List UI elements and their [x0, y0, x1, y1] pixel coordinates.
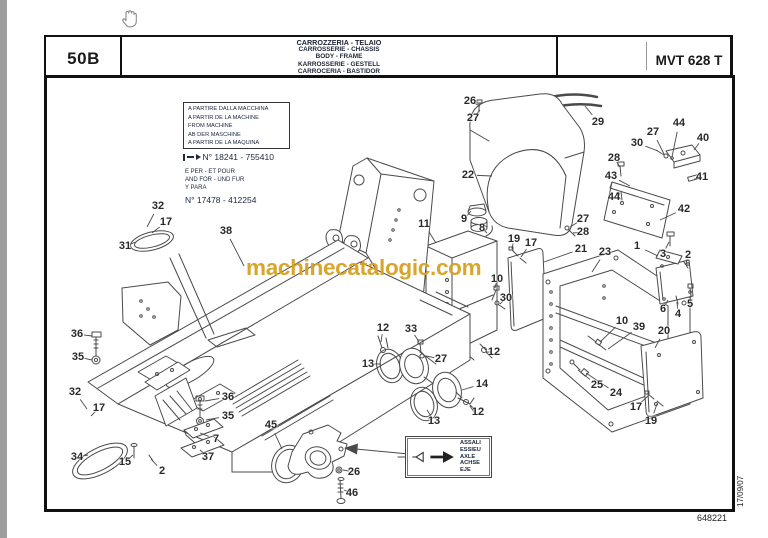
serial-also-number: N° 17478 - 412254 — [185, 194, 257, 205]
watermark: machinecatalogic.com — [246, 255, 482, 280]
revision-date: 17/09/07 — [736, 475, 745, 507]
title-line-fr: CARROSSERIE - CHASSIS — [298, 46, 380, 54]
axle-label-de: ACHSE — [460, 460, 480, 467]
title-line-en: BODY - FRAME — [315, 53, 363, 61]
diagram-viewport[interactable] — [44, 75, 735, 512]
header-divider-right — [556, 35, 558, 75]
title-line-it: CARROZZERIA - TELAIO — [296, 38, 382, 47]
serial-line-de: AB DER MASCHINE — [188, 131, 241, 138]
header-left-rule — [44, 35, 46, 75]
page-code: 50B — [67, 49, 100, 68]
hand-cursor-icon — [122, 10, 137, 28]
header-right-rule — [730, 35, 733, 75]
axle-reference-box: ASSALI ESSIEU AXLE ACHSE EJE — [405, 436, 492, 478]
from-bar-icon — [183, 153, 185, 161]
serial-also-block: E PER - ET POUR AND FOR - UND FUR Y PARA… — [185, 168, 257, 205]
model-cell-tick — [646, 42, 647, 70]
serial-line-it: A PARTIRE DALLA MACCHINA — [188, 106, 269, 112]
header-top-rule — [44, 35, 732, 37]
serial-range-box: A PARTIRE DALLA MACCHINA A PARTIR DE LA … — [183, 102, 290, 149]
axle-label-en: AXLE — [460, 453, 476, 460]
document-number: 648221 — [697, 513, 728, 523]
model-badge: MVT 628 T — [655, 52, 723, 68]
title-line-de: KARROSSERIE - GESTELL — [297, 60, 381, 68]
page-title: CARROZZERIA - TELAIO CARROSSERIE - CHASS… — [122, 39, 556, 75]
title-line-es: CARROCERIA - BASTIDOR — [297, 67, 381, 75]
axle-label-fr: ESSIEU — [460, 446, 481, 453]
window-edge-strip — [0, 0, 7, 538]
serial-line-en: FROM MACHINE — [188, 123, 233, 130]
serial-line-fr: A PARTIR DE LA MACHINE — [188, 114, 259, 121]
serial-line-es: A PARTIR DE LA MAQUINA — [188, 140, 260, 147]
axle-label-es: EJE — [460, 467, 471, 474]
serial-from-number: N° 18241 - 755410 — [183, 151, 274, 163]
header-divider-left — [120, 35, 122, 75]
axle-arrows-icon — [412, 451, 454, 463]
axle-label-it: ASSALI — [460, 439, 481, 446]
arrow-right-icon — [186, 156, 194, 158]
